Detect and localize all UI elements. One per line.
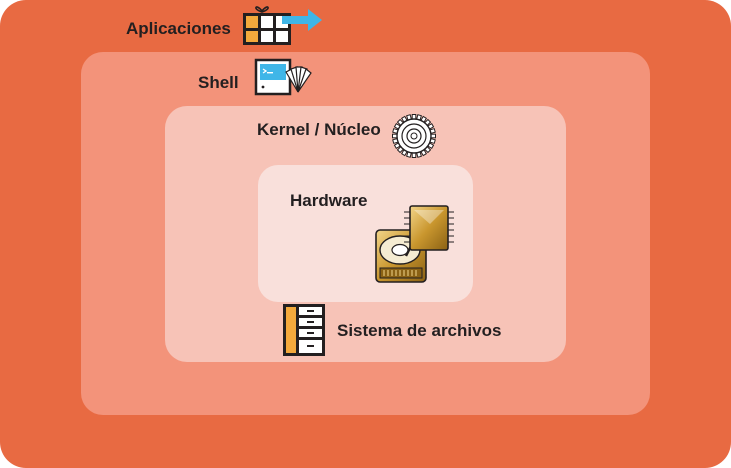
applications-grid-arrow-icon xyxy=(243,6,322,45)
hardware-disk-chip-icon xyxy=(375,205,454,283)
filesystem-cabinet-icon xyxy=(283,304,325,356)
applications-label: Aplicaciones xyxy=(126,19,231,38)
shell-terminal-fan-icon xyxy=(254,58,312,96)
kernel-label: Kernel / Núcleo xyxy=(257,120,381,139)
shell-label: Shell xyxy=(198,73,239,92)
hardware-label: Hardware xyxy=(290,191,368,210)
kernel-gear-icon xyxy=(392,114,436,158)
filesystem-label: Sistema de archivos xyxy=(337,321,502,340)
